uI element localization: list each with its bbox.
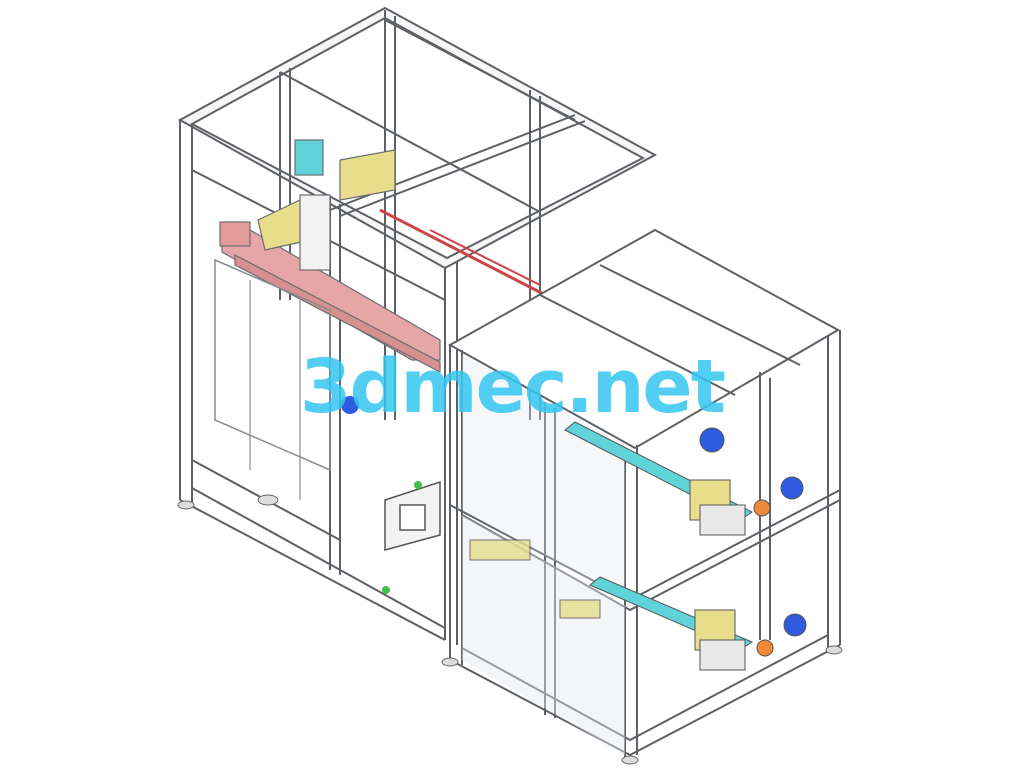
glass-door-panels	[462, 355, 625, 755]
upper-conveyor	[564, 421, 804, 536]
sensor-icon	[414, 481, 422, 489]
motor-icon	[341, 396, 359, 414]
sensor-icon	[382, 586, 390, 594]
fixture-plate	[384, 480, 441, 551]
gantry-assembly	[214, 139, 556, 500]
rail-motor	[219, 221, 251, 247]
watermark-part2: .net	[566, 344, 725, 430]
watermark: 3dmec.net	[300, 344, 725, 430]
watermark-part1: 3dmec	[300, 344, 566, 430]
vertical-actuator	[339, 149, 396, 201]
cyan-slide-block	[294, 139, 324, 176]
lower-conveyor	[469, 539, 807, 671]
leveling-feet	[177, 494, 843, 765]
motor-icon	[699, 427, 725, 453]
